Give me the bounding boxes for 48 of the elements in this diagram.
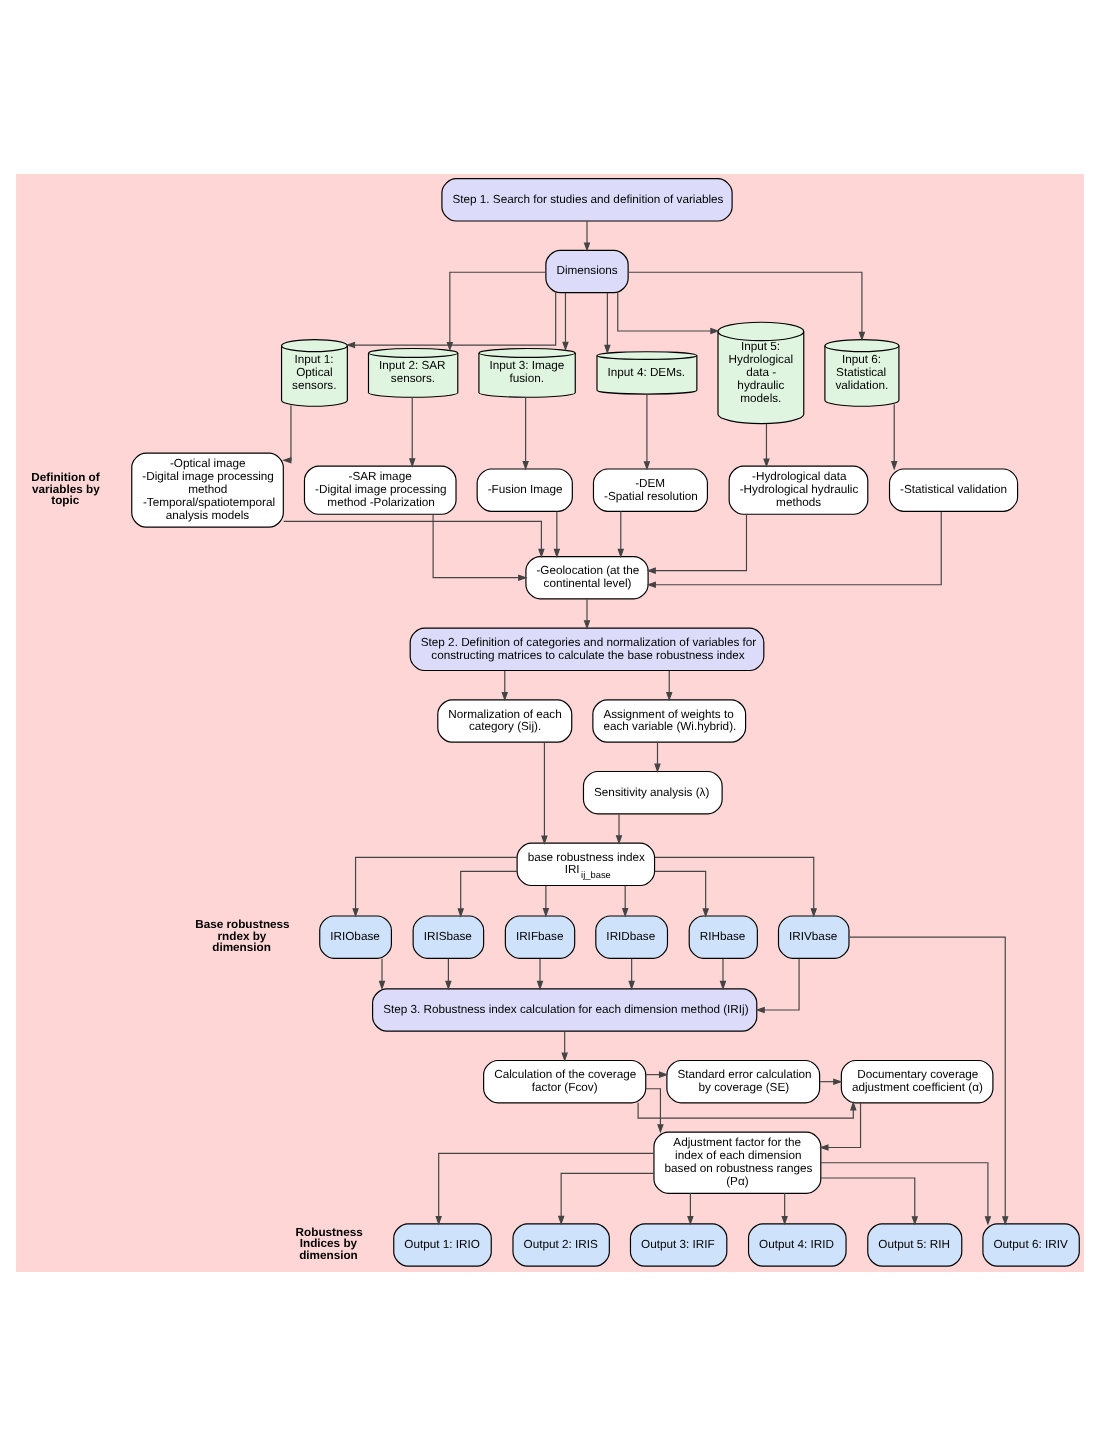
arrow	[522, 396, 529, 471]
arrow	[645, 1088, 664, 1134]
arrow	[719, 958, 727, 991]
arrow	[378, 958, 386, 991]
arrow	[615, 813, 623, 845]
arrow	[352, 856, 518, 918]
arrow	[820, 1177, 919, 1226]
arrow	[848, 936, 1009, 1226]
arrow	[755, 958, 800, 1014]
arrow	[541, 741, 548, 845]
arrow	[562, 292, 569, 352]
arrow	[628, 958, 635, 991]
arrow	[583, 220, 591, 252]
arrow	[665, 670, 673, 702]
arrow	[561, 1030, 568, 1062]
arrow	[627, 271, 866, 342]
arrow	[643, 393, 651, 471]
arrow	[283, 520, 545, 559]
arrow	[408, 396, 416, 468]
arrow	[820, 1162, 992, 1226]
arrow	[345, 292, 557, 349]
arrow	[654, 870, 709, 918]
arrow	[617, 510, 625, 559]
arrow	[604, 292, 611, 355]
arrow	[432, 513, 528, 581]
arrow	[282, 404, 292, 464]
arrow	[621, 885, 629, 918]
arrow	[446, 271, 547, 352]
arrow	[646, 513, 748, 574]
arrow	[890, 403, 898, 471]
arrow	[583, 598, 591, 630]
arrow	[542, 885, 550, 918]
arrow	[687, 1192, 694, 1226]
arrow	[819, 1102, 862, 1151]
arrow	[536, 958, 544, 991]
arrow	[617, 292, 720, 335]
arrow	[445, 958, 452, 991]
arrow	[646, 511, 942, 589]
arrow	[654, 856, 818, 918]
arrow	[781, 1192, 788, 1226]
arrow	[637, 1101, 857, 1119]
arrow	[763, 423, 770, 468]
arrow	[553, 510, 561, 559]
arrow	[435, 1152, 655, 1226]
arrow	[501, 670, 509, 702]
arrow	[654, 741, 661, 773]
arrow	[457, 870, 518, 918]
arrow	[557, 1172, 655, 1226]
